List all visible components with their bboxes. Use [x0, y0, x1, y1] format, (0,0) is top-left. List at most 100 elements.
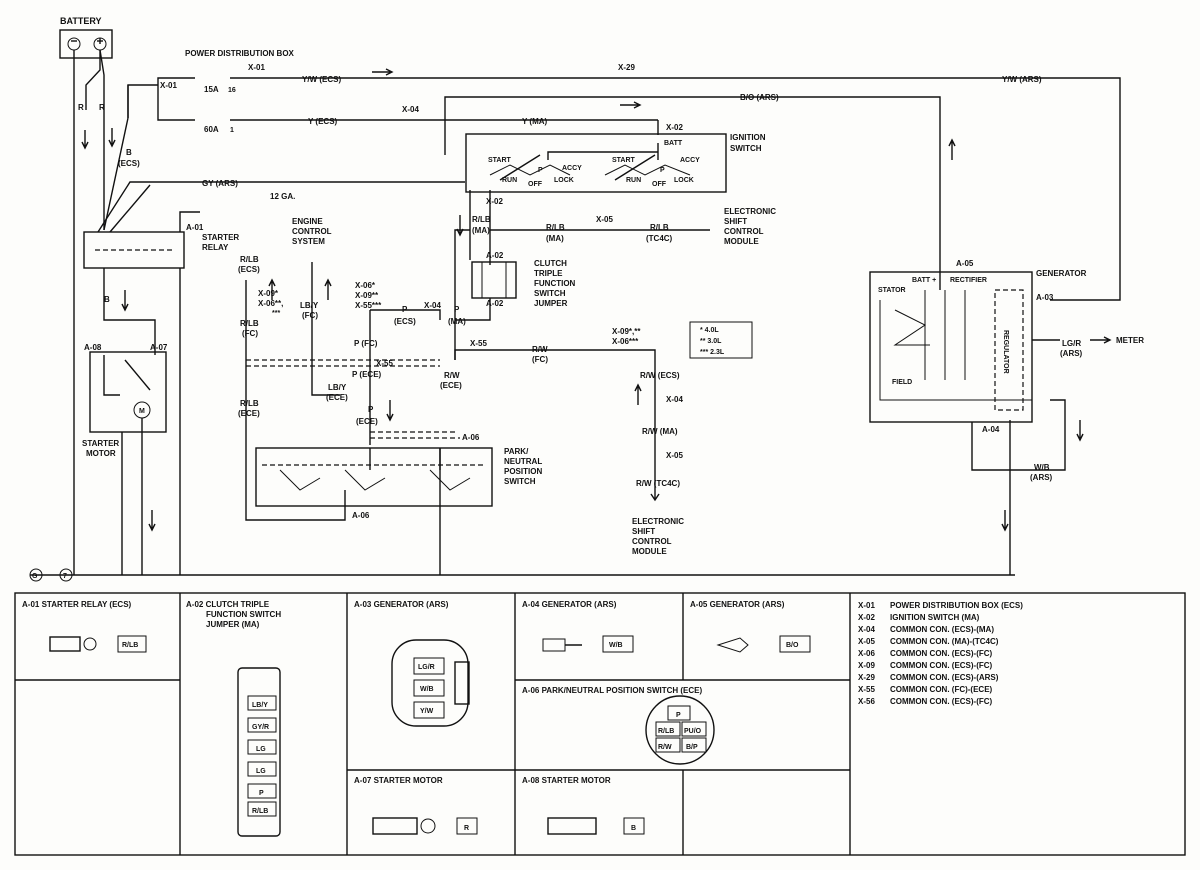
wire-r-1: R — [78, 103, 84, 112]
ign-run-1: RUN — [502, 177, 517, 184]
a04-pin: W/B — [609, 642, 623, 649]
a05-pin: B/O — [786, 642, 799, 649]
legend-code: X-05 — [858, 637, 875, 646]
conn-a01: A-01 — [186, 223, 204, 232]
a02-title-1: A-02 CLUTCH TRIPLE — [186, 600, 270, 609]
conn-x04-mid: X-04 — [424, 301, 441, 310]
legend-code: X-29 — [858, 673, 875, 682]
a07-pin: R — [464, 825, 469, 832]
connector-labels: A-01 STARTER RELAY (ECS) R/LB A-02 CLUTC… — [22, 600, 799, 832]
conn-x06b: X-06*** — [612, 337, 639, 346]
legend-desc: COMMON CON. (ECS)-(FC) — [890, 649, 993, 658]
conn-x09ss: X-09** — [355, 291, 379, 300]
esc-bot-3: CONTROL — [632, 537, 672, 546]
ign-accy-2: ACCY — [680, 157, 700, 164]
wire-yw-ars: Y/W (ARS) — [1002, 75, 1042, 84]
ign-start-2: START — [612, 157, 636, 164]
legend-code: X-09 — [858, 661, 875, 670]
ign-start-1: START — [488, 157, 512, 164]
wire-p-ece: P (ECE) — [352, 370, 382, 379]
wire-12ga: 12 GA. — [270, 192, 295, 201]
legend-desc: COMMON CON. (MA)-(TC4C) — [890, 637, 999, 646]
clutch-5: JUMPER — [534, 299, 568, 308]
wire-lby-ece-1: LB/Y — [328, 383, 347, 392]
a04-title: A-04 GENERATOR (ARS) — [522, 600, 617, 609]
starter-relay-2: RELAY — [202, 243, 229, 252]
legend-desc: IGNITION SWITCH (MA) — [890, 613, 980, 622]
ign-lock-2: LOCK — [674, 177, 694, 184]
wire-rlb-ecs-2: (ECS) — [238, 265, 260, 274]
conn-a03: A-03 — [1036, 293, 1054, 302]
ignition-switch-2: SWITCH — [730, 144, 762, 153]
wire-rlb-ma-b2: (MA) — [546, 234, 564, 243]
wire-wb-2: (ARS) — [1030, 473, 1053, 482]
wire-rw-fc-2: (FC) — [532, 355, 548, 364]
pn-switch-3: POSITION — [504, 467, 542, 476]
a03-pin-2: W/B — [420, 686, 434, 693]
conn-x01-b: X-01 — [248, 63, 265, 72]
esc-top-4: MODULE — [724, 237, 759, 246]
wire-rlb-tc4c-2: (TC4C) — [646, 234, 673, 243]
connector-grid — [14, 592, 1186, 856]
a02-pin-5: P — [259, 790, 264, 797]
starter-relay-1: STARTER — [202, 233, 239, 242]
clutch-1: CLUTCH — [534, 259, 567, 268]
a03-title: A-03 GENERATOR (ARS) — [354, 600, 449, 609]
conn-x55-b: X-55 — [470, 339, 487, 348]
legend-desc: COMMON CON. (ECS)-(MA) — [890, 625, 994, 634]
gen-regulator: REGULATOR — [1002, 330, 1009, 374]
wire-rw-ece-1: R/W — [444, 371, 460, 380]
conn-x55sss: X-55*** — [355, 301, 382, 310]
wire-rw-fc-1: R/W — [532, 345, 548, 354]
a02-pin-6: R/LB — [252, 808, 268, 815]
legend-code: X-55 — [858, 685, 875, 694]
wire-rlb-ecs-1: R/LB — [240, 255, 259, 264]
a02-title-3: JUMPER (MA) — [206, 620, 260, 629]
wires — [29, 29, 1121, 582]
ign-lock-1: LOCK — [554, 177, 574, 184]
schematic-labels: BATTERY POWER DISTRIBUTION BOX 15A 16 60… — [32, 16, 1144, 580]
gen-rectifier: RECTIFIER — [950, 277, 987, 284]
wire-b-ecs-2: (ECS) — [118, 159, 140, 168]
wire-b-mid: B — [104, 295, 110, 304]
wire-rlb-tc4c-1: R/LB — [650, 223, 669, 232]
legend-desc: COMMON CON. (ECS)-(ARS) — [890, 673, 999, 682]
meter-label: METER — [1116, 336, 1144, 345]
engine-legend-1: * 4.0L — [700, 327, 719, 334]
legend-desc: POWER DISTRIBUTION BOX (ECS) — [890, 601, 1023, 610]
wire-lby-ece-2: (ECE) — [326, 393, 348, 402]
a06-pin-1: P — [676, 712, 681, 719]
fuse-60a-num: 1 — [230, 127, 234, 134]
ign-run-2: RUN — [626, 177, 641, 184]
wire-lgr-2: (ARS) — [1060, 349, 1083, 358]
wire-lby-fc-2: (FC) — [302, 311, 318, 320]
pn-switch-4: SWITCH — [504, 477, 536, 486]
a02-pin-3: LG — [256, 746, 266, 753]
esc-top-2: SHIFT — [724, 217, 747, 226]
conn-x06ss: X-06**, — [258, 299, 283, 308]
conn-x02-bot: X-02 — [486, 197, 503, 206]
wire-lby-fc-1: LB/Y — [300, 301, 319, 310]
ign-off-2: OFF — [652, 181, 667, 188]
conn-a06-b: A-06 — [352, 511, 370, 520]
wire-p-ece2-1: P — [368, 405, 374, 414]
wire-yw-ecs: Y/W (ECS) — [302, 75, 341, 84]
wire-rlb-fc-2: (FC) — [242, 329, 258, 338]
legend-code: X-04 — [858, 625, 875, 634]
pn-switch-2: NEUTRAL — [504, 457, 542, 466]
legend-code: X-06 — [858, 649, 875, 658]
ign-accy-1: ACCY — [562, 165, 582, 172]
esc-top-1: ELECTRONIC — [724, 207, 776, 216]
wire-rlb-fc-1: R/LB — [240, 319, 259, 328]
gen-field: FIELD — [892, 379, 912, 386]
a02-title-2: FUNCTION SWITCH — [206, 610, 281, 619]
clutch-4: SWITCH — [534, 289, 566, 298]
conn-x06s: X-06* — [355, 281, 376, 290]
conn-x09b: X-09*,** — [612, 327, 641, 336]
a06-pin-4: R/W — [658, 744, 672, 751]
ground-g: G — [32, 573, 38, 580]
conn-a02-b: A-02 — [486, 299, 504, 308]
pn-switch-1: PARK/ — [504, 447, 529, 456]
fuse-15a: 15A — [204, 85, 219, 94]
ign-off-1: OFF — [528, 181, 543, 188]
